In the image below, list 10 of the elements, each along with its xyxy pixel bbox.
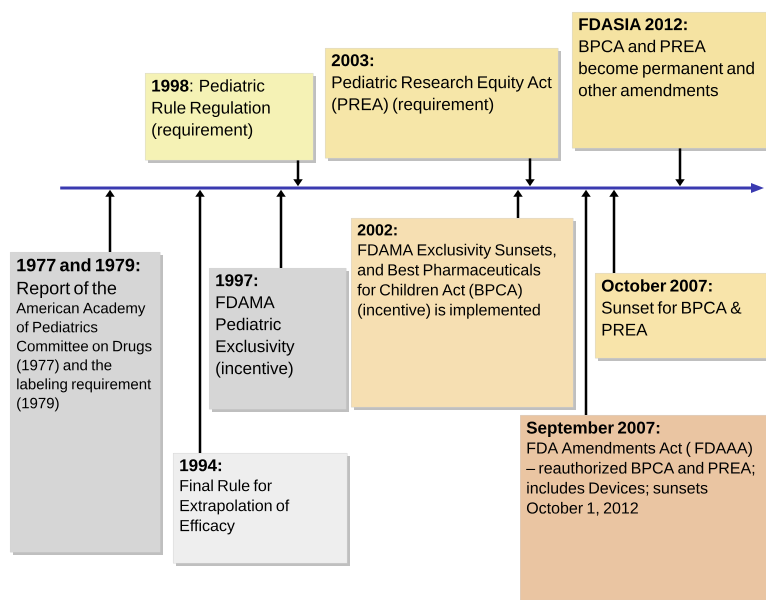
event-box: 1994: Final Rule for Extrapolation of Efficacy xyxy=(173,453,350,566)
event-box: October 2007: Sunset for BPCA & PREA xyxy=(595,273,766,361)
event-box: September 2007: FDA Amendments Act ( FDAAA) – reauthorized BPCA and PREA; includes Devices; sunsets October 1, 2012 xyxy=(520,415,766,600)
event-box: 1977 and 1979: Report of the American Academy of Pediatrics Committee on Drugs (1977) and the labeling requirement (1979) xyxy=(10,252,163,555)
timeline-arrow xyxy=(60,183,764,193)
event-box: 2003: Pediatric Research Equity Act (PREA) (requirement) xyxy=(325,48,561,161)
event-box: 2002: FDAMA Exclusivity Sunsets, and Best Pharmaceuticals for Children Act (BPCA) (incentive) is implemented xyxy=(351,218,576,410)
event-box: FDASIA 2012: BPCA and PREA become permanent and other amendments xyxy=(572,12,766,151)
event-box: 1998: Pediatric Rule Regulation (requirement) xyxy=(145,73,316,163)
event-box: 1997: FDAMA Pediatric Exclusivity (incentive) xyxy=(209,268,349,412)
